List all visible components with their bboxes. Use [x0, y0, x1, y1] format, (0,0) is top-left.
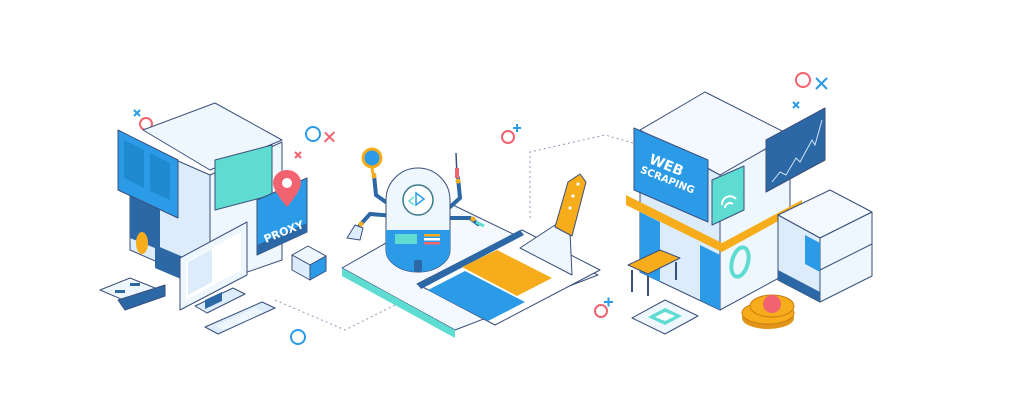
server-box: [777, 189, 873, 303]
circle-mark: [501, 130, 515, 144]
robot: [346, 147, 485, 273]
coin-stack: [741, 294, 795, 329]
wifi-icon: [720, 195, 737, 209]
cross-mark: [513, 124, 521, 132]
circle-mark: [594, 304, 608, 318]
desktop-monitor: [179, 221, 248, 314]
chart-monitor: [765, 107, 826, 193]
bench: [627, 249, 681, 296]
cross-mark: [815, 77, 828, 90]
web-scraping-sign: WEB SCRAPING: [633, 127, 709, 223]
blue-block: [428, 271, 525, 321]
line-chart-icon: [771, 119, 823, 183]
keyboard: [204, 301, 276, 335]
dotted-connectors: [274, 134, 641, 331]
orange-awning: [626, 195, 802, 252]
chip-tile: [631, 299, 699, 335]
hard-drive: [99, 277, 166, 311]
cross-mark: [294, 151, 302, 159]
magnifier-icon: [361, 147, 383, 169]
cross-mark: [133, 109, 141, 117]
decorative-marks: [133, 72, 828, 345]
scraper-tool: [519, 173, 587, 276]
cross-mark: [323, 131, 336, 143]
cross-mark: [604, 297, 613, 307]
orange-block: [462, 250, 552, 296]
circle-mark: [290, 329, 306, 345]
orange-door-icon: [136, 232, 148, 254]
circle-mark: [305, 126, 321, 142]
location-pin-icon: [273, 170, 301, 207]
small-cube: [291, 245, 327, 281]
cross-mark: [792, 101, 800, 109]
dollar-coin-icon: [763, 295, 781, 313]
circle-mark: [795, 72, 811, 88]
play-logo-icon: [402, 184, 434, 216]
web-scraping-building: [626, 91, 802, 311]
